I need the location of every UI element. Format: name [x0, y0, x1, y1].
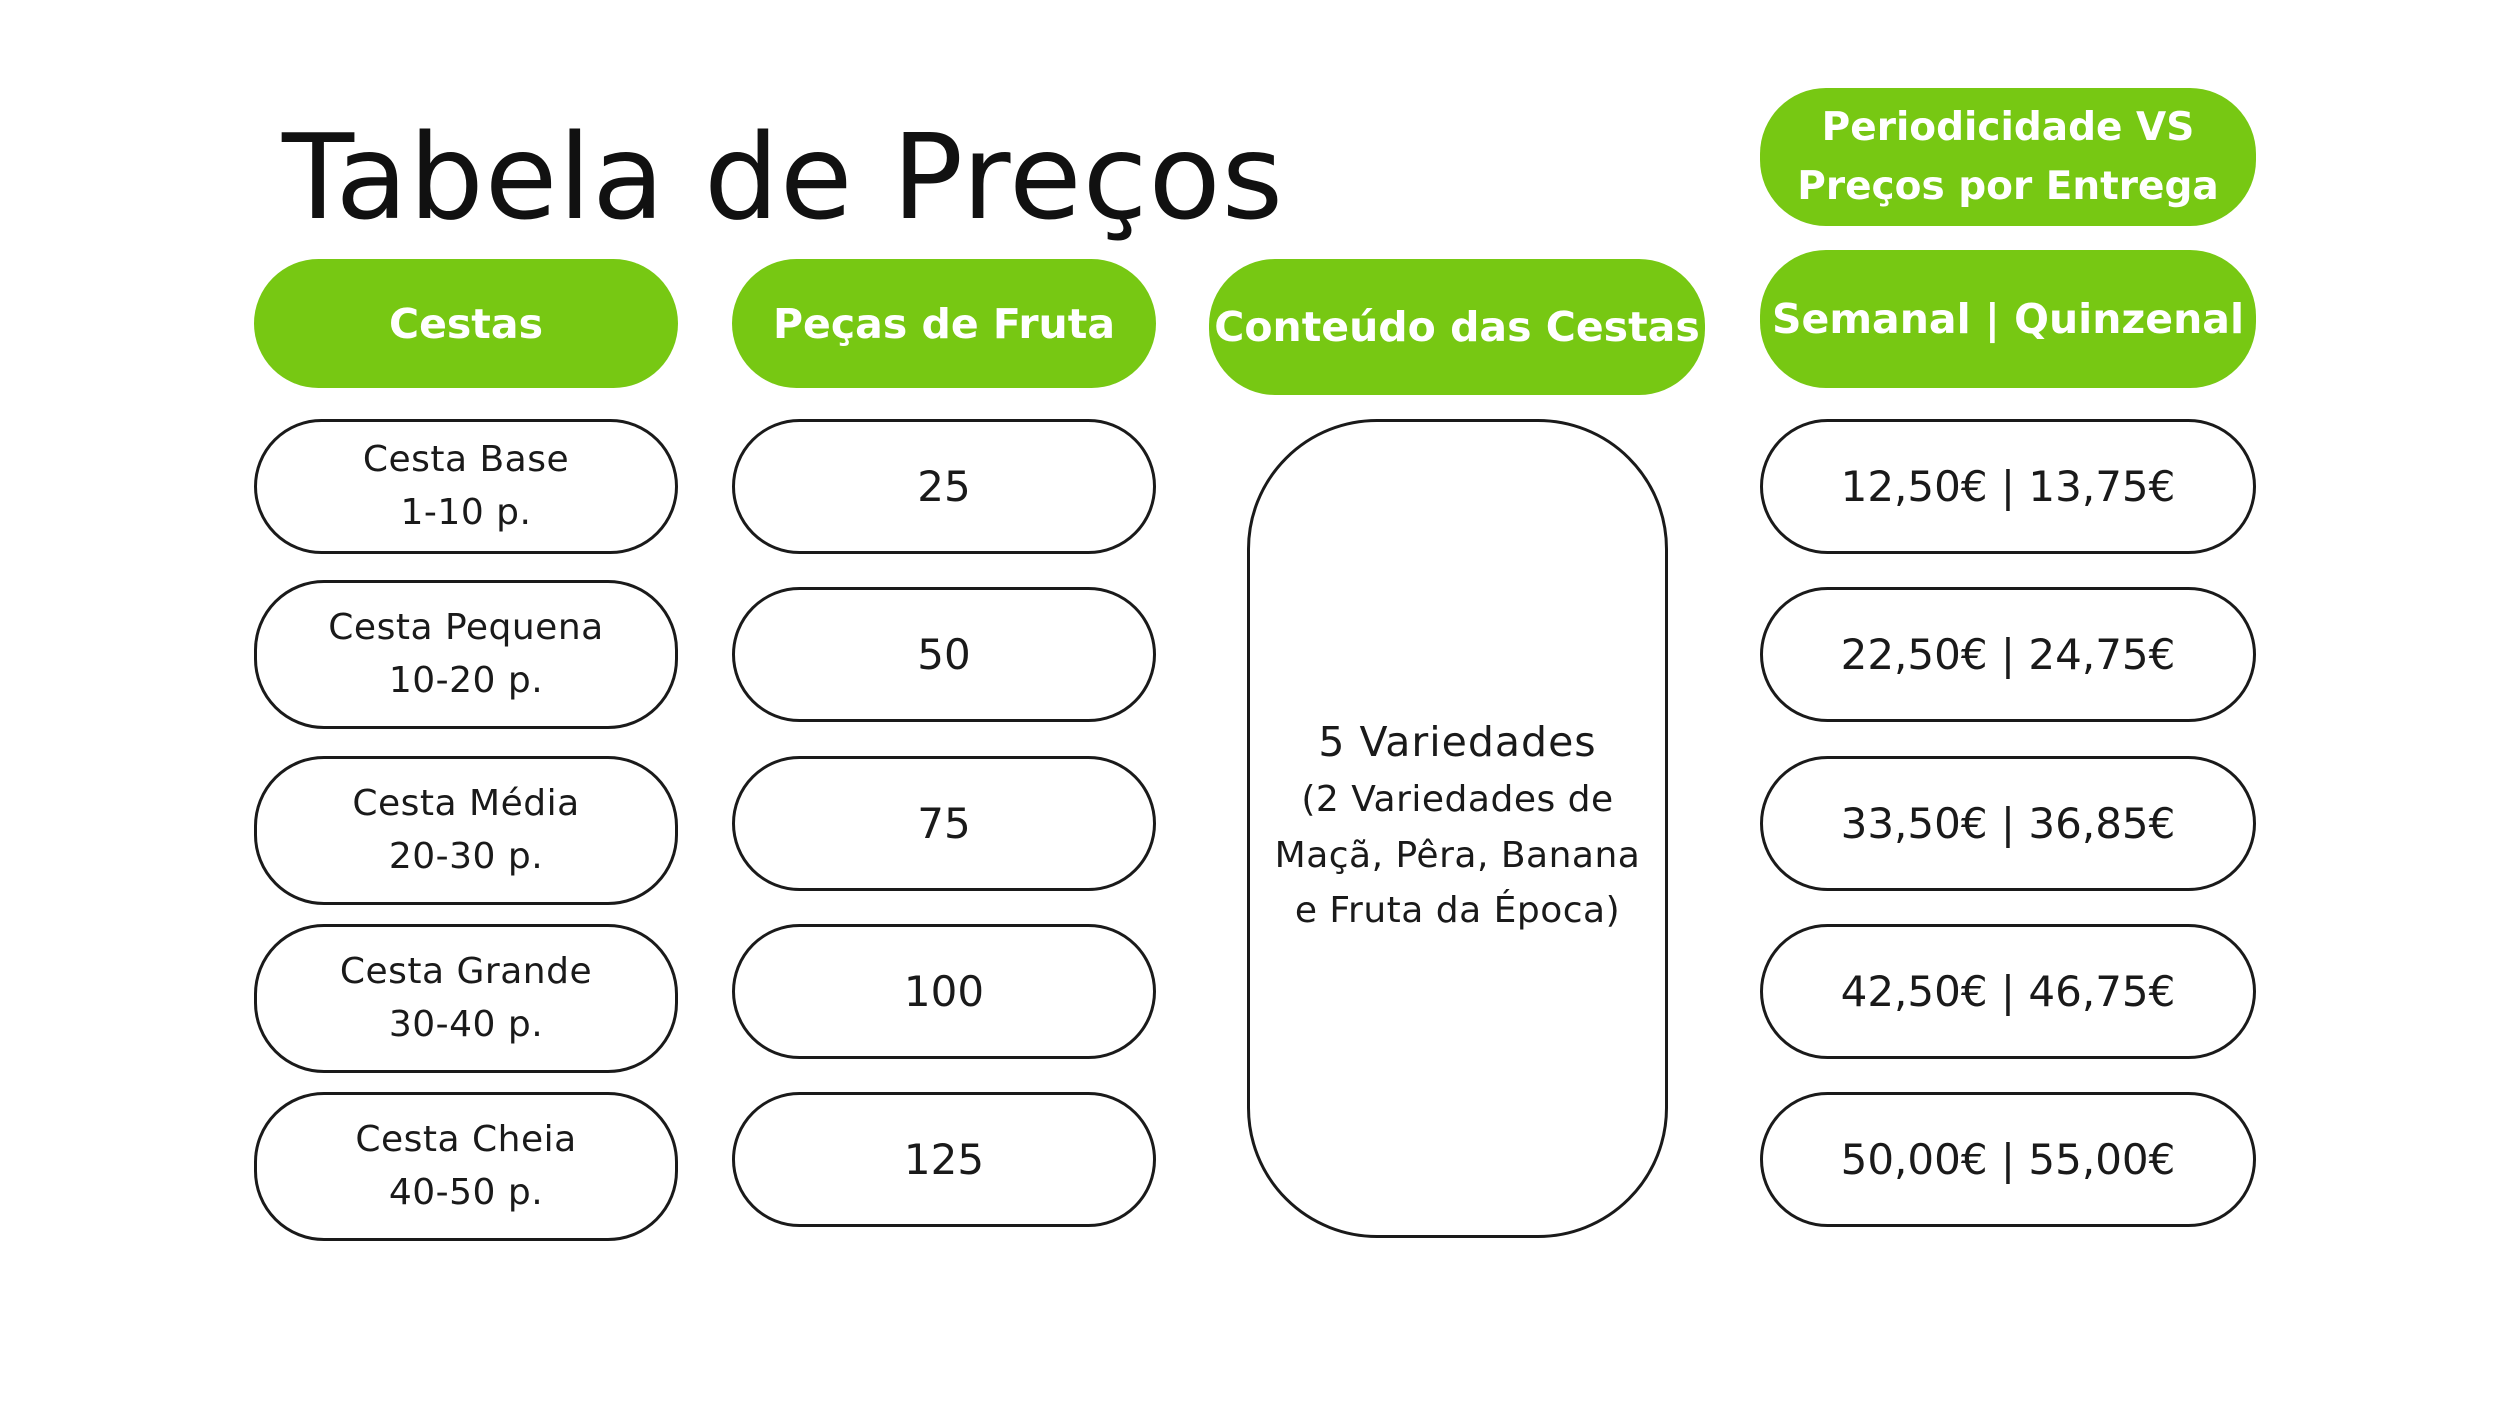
- basket-range: 10-20 p.: [388, 659, 544, 701]
- periodicity-header: Periodicidade VS Preços por Entrega: [1760, 88, 2256, 226]
- pieces-cell: 100: [732, 924, 1156, 1059]
- price-cell: 50,00€ | 55,00€: [1760, 1092, 2256, 1227]
- basket-name: Cesta Grande: [339, 951, 593, 993]
- contents-detail-line: (2 Variedades de: [1301, 778, 1614, 820]
- pieces-value: 125: [903, 1135, 985, 1184]
- periodicity-header-line1: Periodicidade VS: [1821, 104, 2195, 150]
- basket-range: 30-40 p.: [388, 1003, 544, 1045]
- basket-name: Cesta Média: [352, 783, 580, 825]
- basket-name: Cesta Cheia: [355, 1119, 577, 1161]
- pieces-cell: 25: [732, 419, 1156, 554]
- price-value: 12,50€ | 13,75€: [1840, 462, 2176, 511]
- price-cell: 12,50€ | 13,75€: [1760, 419, 2256, 554]
- basket-range: 1-10 p.: [400, 491, 532, 533]
- price-cell: 22,50€ | 24,75€: [1760, 587, 2256, 722]
- pieces-cell: 125: [732, 1092, 1156, 1227]
- periodicity-header-line2: Preços por Entrega: [1797, 164, 2219, 209]
- contents-box: 5 Variedades (2 Variedades de Maçã, Pêra…: [1247, 419, 1668, 1238]
- pieces-cell: 50: [732, 587, 1156, 722]
- pieces-value: 75: [917, 799, 971, 848]
- price-value: 33,50€ | 36,85€: [1840, 799, 2176, 848]
- basket-range: 40-50 p.: [388, 1171, 544, 1213]
- column-header-pecas: Peças de Fruta: [732, 259, 1156, 388]
- basket-cell: Cesta Grande 30-40 p.: [254, 924, 678, 1073]
- column-header-conteudo: Conteúdo das Cestas: [1209, 259, 1705, 395]
- price-value: 50,00€ | 55,00€: [1840, 1135, 2176, 1184]
- pieces-value: 50: [917, 630, 971, 679]
- contents-detail-line: Maçã, Pêra, Banana: [1274, 834, 1641, 876]
- page-title: Tabela de Preços: [282, 108, 1285, 246]
- basket-cell: Cesta Cheia 40-50 p.: [254, 1092, 678, 1241]
- price-cell: 33,50€ | 36,85€: [1760, 756, 2256, 891]
- contents-detail-line: e Fruta da Época): [1294, 890, 1621, 932]
- pieces-value: 25: [917, 462, 971, 511]
- pieces-cell: 75: [732, 756, 1156, 891]
- basket-cell: Cesta Média 20-30 p.: [254, 756, 678, 905]
- pieces-value: 100: [903, 967, 985, 1016]
- basket-cell: Cesta Pequena 10-20 p.: [254, 580, 678, 729]
- price-cell: 42,50€ | 46,75€: [1760, 924, 2256, 1059]
- basket-name: Cesta Pequena: [328, 607, 604, 649]
- price-value: 42,50€ | 46,75€: [1840, 967, 2176, 1016]
- column-header-frequency: Semanal | Quinzenal: [1760, 250, 2256, 388]
- basket-cell: Cesta Base 1-10 p.: [254, 419, 678, 554]
- basket-name: Cesta Base: [362, 439, 570, 481]
- basket-range: 20-30 p.: [388, 835, 544, 877]
- column-header-cestas: Cestas: [254, 259, 678, 388]
- price-value: 22,50€ | 24,75€: [1840, 630, 2176, 679]
- contents-varieties: 5 Variedades: [1318, 717, 1597, 766]
